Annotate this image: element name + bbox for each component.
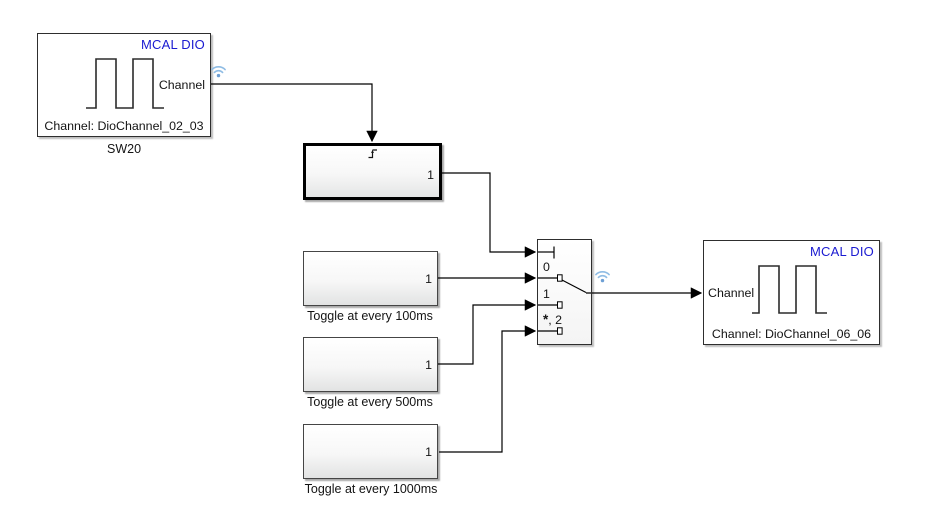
output-port-label: Channel: [158, 78, 205, 92]
switch-port-1-label: 1: [543, 287, 550, 301]
channel-param-text: Channel: DioChannel_02_03: [44, 119, 204, 133]
pulse-waveform-icon: [86, 58, 164, 109]
block-name-label-toggle-500ms[interactable]: Toggle at every 500ms: [307, 395, 433, 409]
trigger-port-icon: [368, 149, 377, 159]
block-name-label-sw20[interactable]: SW20: [106, 142, 142, 156]
output-port-label: 1: [427, 168, 434, 182]
block-name-label-toggle-1000ms[interactable]: Toggle at every 1000ms: [304, 482, 438, 496]
logged-signal-icon: [211, 66, 226, 78]
block-name-label-toggle-100ms[interactable]: Toggle at every 100ms: [307, 309, 433, 323]
logged-signal-icon: [595, 271, 610, 283]
block-toggle-100ms[interactable]: 1: [303, 251, 438, 306]
mask-title: MCAL DIO: [141, 37, 205, 52]
switch-default-star: *: [543, 312, 549, 327]
output-port-label: 1: [425, 272, 432, 286]
output-port-label: 1: [425, 358, 432, 372]
output-port-label: 1: [425, 445, 432, 459]
block-toggle-1000ms[interactable]: 1: [303, 424, 438, 479]
switch-default-rest: , 2: [548, 313, 563, 327]
block-triggered-subsystem[interactable]: 1: [303, 143, 442, 200]
signal-wire-500ms-to-switch-1[interactable]: [438, 299, 537, 365]
switch-port-0-label: 0: [543, 260, 550, 274]
input-port-label: Channel: [708, 286, 755, 300]
signal-wire-subsystem-to-switch-ctl[interactable]: [442, 172, 537, 258]
signal-wire-sw20-to-trigger[interactable]: [211, 83, 378, 143]
mask-title: MCAL DIO: [810, 244, 874, 259]
channel-param-text: Channel: DioChannel_06_06: [711, 327, 872, 341]
block-sw20-mcal-dio[interactable]: MCAL DIO Channel Channel: DioChannel_02_…: [37, 33, 211, 137]
block-mcal-dio-out[interactable]: MCAL DIO Channel Channel: DioChannel_06_…: [703, 240, 880, 345]
pulse-waveform-icon: [752, 265, 827, 314]
signal-wire-1000ms-to-switch-default[interactable]: [439, 325, 537, 453]
switch-port-default-label: *, 2: [543, 312, 562, 327]
block-toggle-500ms[interactable]: 1: [303, 337, 438, 392]
